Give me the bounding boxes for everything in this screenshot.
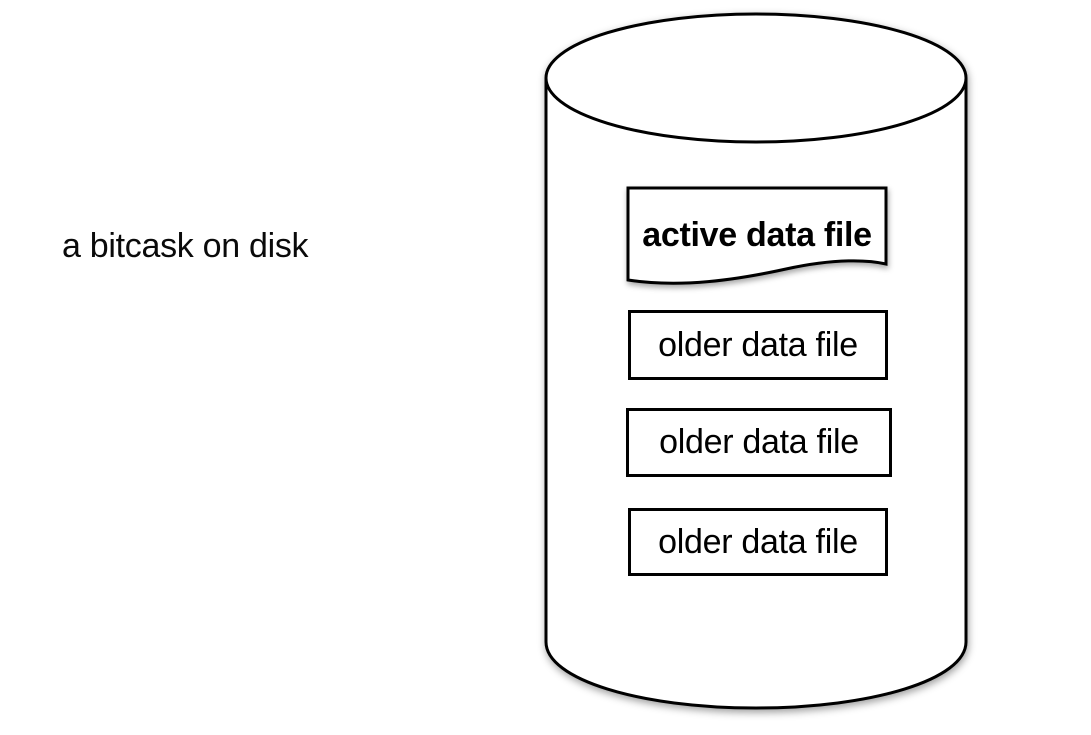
older-data-file-box: older data file [628, 508, 888, 576]
document-outline [626, 186, 888, 285]
diagram-caption: a bitcask on disk [62, 227, 309, 265]
older-data-file-label: older data file [658, 325, 858, 364]
active-data-file-shape: active data file [626, 186, 888, 298]
older-data-file-box: older data file [628, 310, 888, 380]
older-data-file-box: older data file [626, 408, 892, 477]
cylinder-body-fill [546, 78, 966, 708]
older-data-file-label: older data file [659, 423, 859, 461]
older-data-file-label: older data file [658, 522, 858, 561]
cylinder-outline [544, 78, 968, 710]
cylinder-top-ellipse [544, 12, 968, 144]
active-data-file-label: active data file [642, 216, 872, 254]
document-wave-shape [626, 186, 888, 285]
